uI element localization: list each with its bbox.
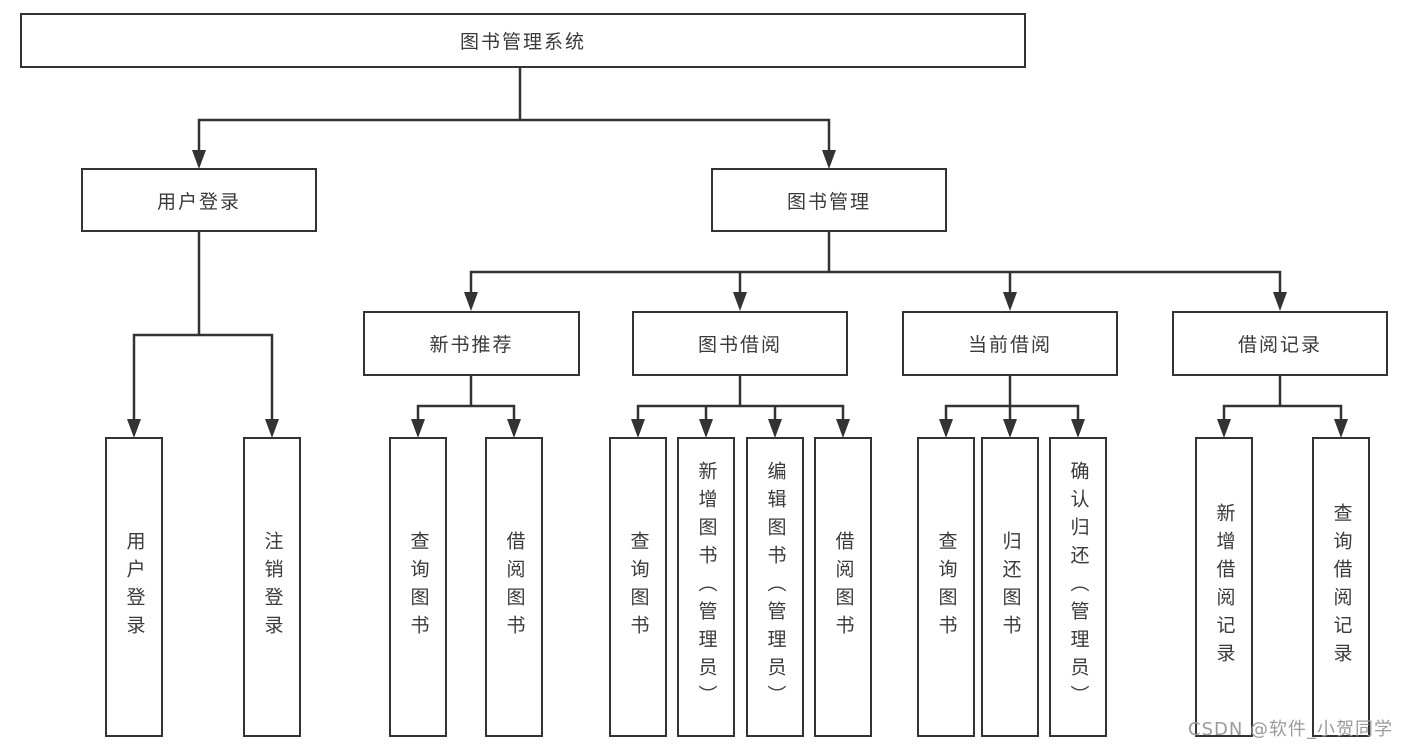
node-label: 当前借阅 [967,334,1052,356]
leaf-label: 确认归还（管理员） [1067,461,1090,713]
leaf-label: 注销登录 [261,531,284,643]
leaf-label: 归还图书 [999,531,1022,643]
leaf-label: 查询图书 [627,531,650,643]
leaf-label: 借阅图书 [503,531,526,643]
arrowheads-user-login-split [127,419,279,438]
arrowheads-book-management-split [464,292,1287,311]
node-user-login: 用户登录 [81,168,317,232]
leaf-user-login: 用户登录 [105,437,163,737]
leaf-label: 编辑图书（管理员） [764,461,787,713]
leaf-edit-book-admin: 编辑图书（管理员） [746,437,804,737]
leaf-label: 查询借阅记录 [1330,503,1353,671]
watermark: CSDN @软件_小贺同学 [1188,719,1394,740]
leaf-return-book: 归还图书 [981,437,1039,737]
node-label: 用户登录 [156,190,241,213]
arrowheads-new-book-split [411,419,521,438]
leaf-borrow-book: 借阅图书 [814,437,872,737]
leaf-label: 新增借阅记录 [1213,503,1236,671]
node-label: 图书管理 [786,190,871,213]
node-book-borrow: 图书借阅 [632,311,848,376]
leaf-borrow-query-book: 查询图书 [609,437,667,737]
leaf-label: 用户登录 [123,531,146,643]
connector-current-borrow-split [944,374,1080,422]
arrowheads-borrow-records-split [1217,419,1348,438]
leaf-newbook-query-book: 查询图书 [389,437,447,737]
node-new-book-recommend: 新书推荐 [363,311,580,376]
node-current-borrow: 当前借阅 [902,311,1118,376]
connector-new-book-split [416,374,516,422]
leaf-newbook-borrow-book: 借阅图书 [485,437,543,737]
arrowheads-current-borrow-split [939,419,1085,438]
node-label: 图书管理系统 [459,31,586,53]
arrowheads-root-split [192,150,836,169]
connector-user-login-split [132,230,274,422]
leaf-add-borrow-record: 新增借阅记录 [1195,437,1253,737]
connector-book-borrow-split [636,374,845,422]
node-label: 借阅记录 [1237,334,1322,356]
leaf-query-borrow-record: 查询借阅记录 [1312,437,1370,737]
node-book-management: 图书管理 [711,168,947,232]
leaf-label: 查询图书 [935,531,958,643]
leaf-label: 借阅图书 [832,531,855,643]
connector-borrow-records-split [1222,374,1343,422]
node-borrow-records: 借阅记录 [1172,311,1388,376]
connector-book-management-split [469,230,1282,295]
leaf-add-book-admin: 新增图书（管理员） [677,437,735,737]
leaf-confirm-return-admin: 确认归还（管理员） [1049,437,1107,737]
leaf-logout: 注销登录 [243,437,301,737]
node-label: 图书借阅 [697,334,782,356]
node-root-system: 图书管理系统 [20,13,1026,68]
connector-root-split [197,66,831,153]
leaf-current-query-book: 查询图书 [917,437,975,737]
leaf-label: 查询图书 [407,531,430,643]
arrowheads-book-borrow-split [631,419,850,438]
leaf-label: 新增图书（管理员） [695,461,718,713]
node-label: 新书推荐 [429,334,514,356]
